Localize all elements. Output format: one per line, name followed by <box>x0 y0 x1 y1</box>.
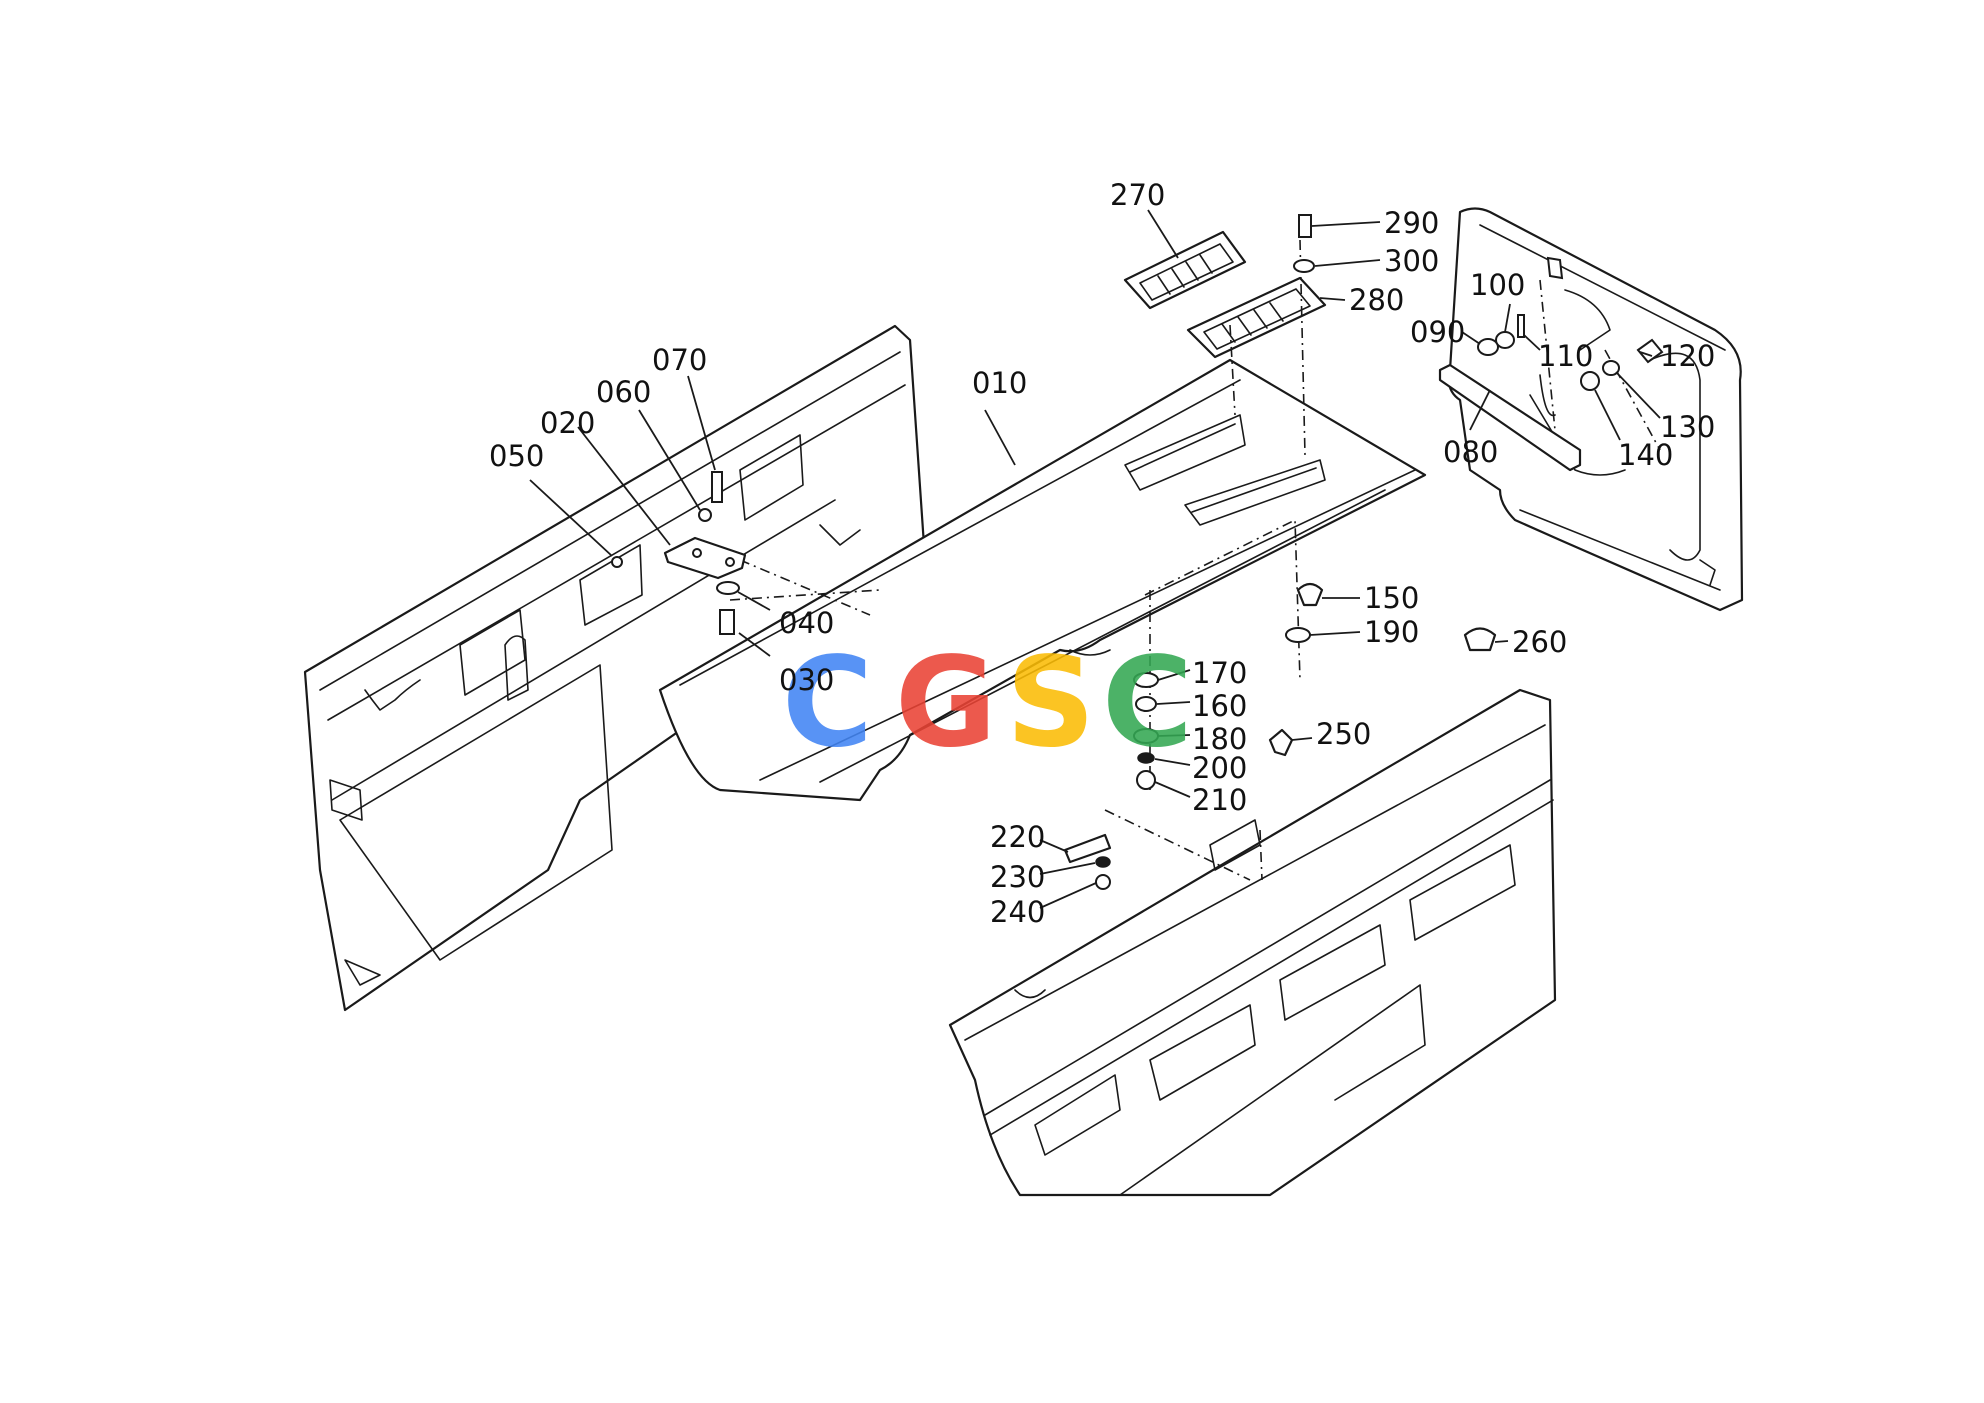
callout-170: 170 <box>1192 656 1247 690</box>
callout-240: 240 <box>990 895 1045 929</box>
watermark-letter-s: S <box>1006 631 1095 775</box>
callout-200: 200 <box>1192 751 1247 785</box>
callout-160: 160 <box>1192 689 1247 723</box>
callout-180: 180 <box>1192 722 1247 756</box>
callout-060: 060 <box>596 375 651 409</box>
callout-220: 220 <box>990 820 1045 854</box>
callout-300: 300 <box>1384 244 1439 278</box>
callout-250: 250 <box>1316 717 1371 751</box>
callout-080: 080 <box>1443 435 1498 469</box>
watermark-letter-c2: C <box>1102 631 1193 775</box>
callout-150: 150 <box>1364 581 1419 615</box>
callout-labels: 010 020 030 040 050 060 070 080 090 100 … <box>489 178 1715 929</box>
rear-panel <box>1438 207 1744 612</box>
callout-120: 120 <box>1660 339 1715 373</box>
callout-020: 020 <box>540 406 595 440</box>
callout-110: 110 <box>1538 339 1593 373</box>
callout-010: 010 <box>972 366 1027 400</box>
hinge-020 <box>663 536 747 580</box>
callout-140: 140 <box>1618 438 1673 472</box>
center-lines <box>729 239 1661 881</box>
callout-030: 030 <box>779 663 834 697</box>
callout-100: 100 <box>1470 268 1525 302</box>
callout-230: 230 <box>990 860 1045 894</box>
callout-090: 090 <box>1410 315 1465 349</box>
callout-210: 210 <box>1192 783 1247 817</box>
callout-260: 260 <box>1512 625 1567 659</box>
left-side-panel <box>303 324 927 1012</box>
watermark-letter-c1: C <box>782 631 873 775</box>
floor-panel-010 <box>658 358 1427 802</box>
callout-290: 290 <box>1384 206 1439 240</box>
callout-130: 130 <box>1660 410 1715 444</box>
cgsc-watermark: C G S C <box>782 631 1193 775</box>
grille-280 <box>1186 276 1327 359</box>
callout-050: 050 <box>489 439 544 473</box>
callout-040: 040 <box>779 606 834 640</box>
callout-270: 270 <box>1110 178 1165 212</box>
callout-280: 280 <box>1349 283 1404 317</box>
leader-lines <box>529 209 1661 909</box>
hardware <box>611 214 1664 890</box>
front-side-panel <box>948 688 1557 1197</box>
callout-070: 070 <box>652 343 707 377</box>
watermark-letter-g: G <box>895 631 997 775</box>
callout-190: 190 <box>1364 615 1419 649</box>
grille-270 <box>1123 230 1247 310</box>
